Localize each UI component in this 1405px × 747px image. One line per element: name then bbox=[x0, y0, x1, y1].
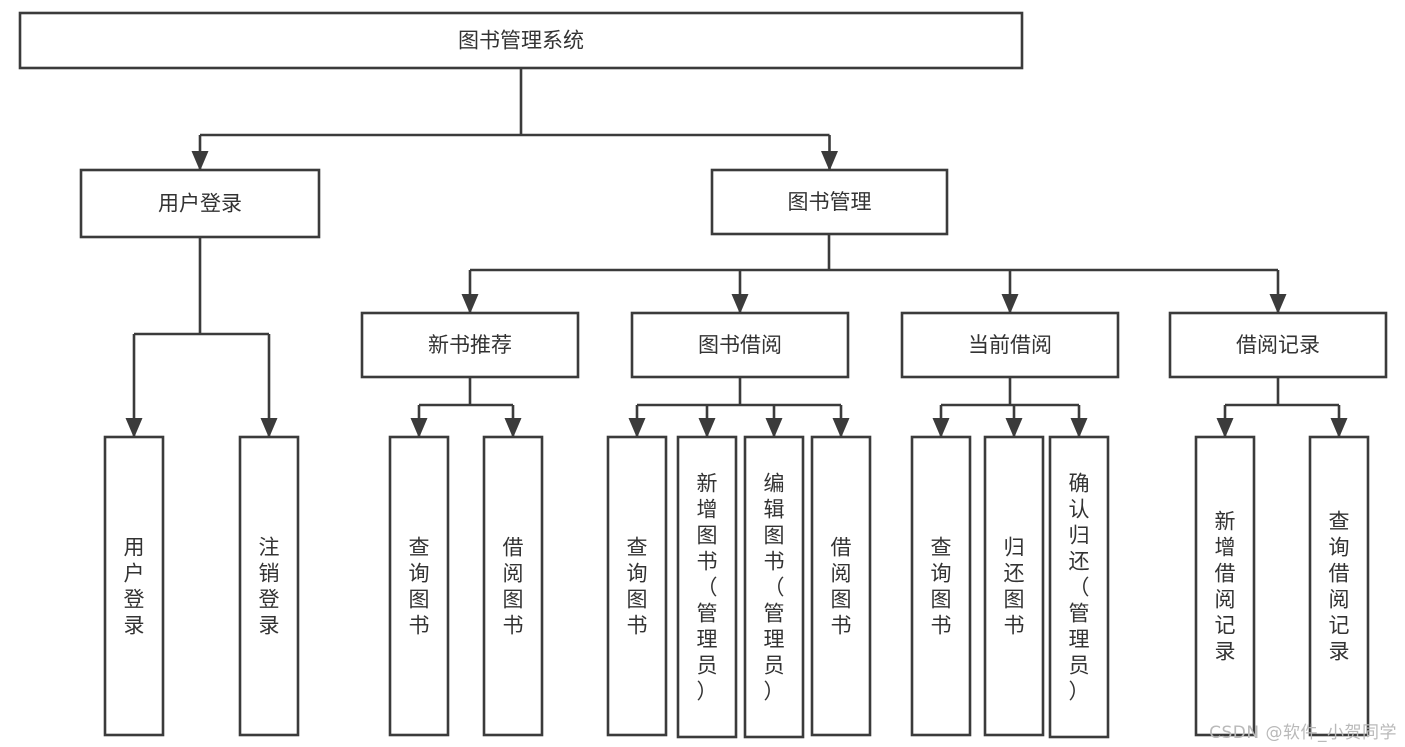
arrow-head-icon bbox=[832, 418, 850, 438]
node-box bbox=[983, 435, 1045, 737]
node-label: 用户登录 bbox=[124, 535, 145, 637]
node-label: 借阅图书 bbox=[831, 535, 852, 637]
node-图书管理系统[interactable]: 图书管理系统 bbox=[18, 11, 1024, 70]
node-归还图书[interactable]: 归还图书 bbox=[983, 435, 1045, 737]
watermark-label: CSDN @软件_小贺同学 bbox=[1209, 723, 1397, 743]
node-label: 用户登录 bbox=[158, 192, 242, 216]
node-label: 注销登录 bbox=[259, 535, 280, 637]
node-查询图书[interactable]: 查询图书 bbox=[388, 435, 450, 737]
node-label: 查询图书 bbox=[409, 535, 430, 637]
node-label: 图书管理 bbox=[788, 190, 872, 214]
node-新增图书管理员[interactable]: 新增图书（管理员） bbox=[676, 435, 738, 739]
node-box bbox=[482, 435, 544, 737]
node-查询图书[interactable]: 查询图书 bbox=[606, 435, 668, 737]
arrow-head-icon bbox=[1070, 418, 1088, 438]
node-label: 新书推荐 bbox=[428, 333, 512, 357]
node-label: 图书管理系统 bbox=[458, 29, 584, 53]
node-编辑图书管理员[interactable]: 编辑图书（管理员） bbox=[743, 435, 805, 739]
node-label: 编辑图书（管理员） bbox=[764, 471, 785, 703]
node-注销登录[interactable]: 注销登录 bbox=[238, 435, 300, 737]
arrow-head-icon bbox=[191, 151, 209, 171]
node-label: 图书借阅 bbox=[698, 333, 782, 357]
node-box bbox=[79, 168, 321, 239]
node-借阅图书[interactable]: 借阅图书 bbox=[810, 435, 872, 737]
node-label: 查询借阅记录 bbox=[1329, 509, 1350, 663]
node-box bbox=[360, 311, 580, 379]
node-box bbox=[1194, 435, 1256, 737]
node-box bbox=[630, 311, 850, 379]
node-box bbox=[1168, 311, 1388, 379]
node-box bbox=[103, 435, 165, 737]
node-新增借阅记录[interactable]: 新增借阅记录 bbox=[1194, 435, 1256, 737]
arrow-head-icon bbox=[461, 294, 479, 314]
node-box bbox=[900, 311, 1120, 379]
node-box bbox=[676, 435, 738, 739]
connector-layer bbox=[125, 68, 1348, 438]
node-label: 新增借阅记录 bbox=[1215, 509, 1236, 663]
node-label: 借阅图书 bbox=[503, 535, 524, 637]
arrow-head-icon bbox=[765, 418, 783, 438]
node-label: 查询图书 bbox=[627, 535, 648, 637]
arrow-head-icon bbox=[1001, 294, 1019, 314]
arrow-head-icon bbox=[821, 151, 838, 171]
node-用户登录[interactable]: 用户登录 bbox=[79, 168, 321, 239]
arrow-head-icon bbox=[410, 418, 428, 438]
node-当前借阅[interactable]: 当前借阅 bbox=[900, 311, 1120, 379]
arrow-head-icon bbox=[932, 418, 950, 438]
arrow-head-icon bbox=[698, 418, 716, 438]
node-借阅记录[interactable]: 借阅记录 bbox=[1168, 311, 1388, 379]
node-label: 新增图书（管理员） bbox=[697, 471, 718, 703]
node-box bbox=[1048, 435, 1110, 739]
node-label: 查询图书 bbox=[931, 535, 952, 637]
node-box bbox=[388, 435, 450, 737]
node-box bbox=[238, 435, 300, 737]
arrow-head-icon bbox=[260, 418, 278, 438]
node-layer: 图书管理系统用户登录图书管理新书推荐图书借阅当前借阅借阅记录用户登录注销登录查询… bbox=[18, 11, 1388, 739]
node-box bbox=[810, 435, 872, 737]
node-查询借阅记录[interactable]: 查询借阅记录 bbox=[1308, 435, 1370, 737]
arrow-head-icon bbox=[125, 418, 143, 438]
node-确认归还管理员[interactable]: 确认归还（管理员） bbox=[1048, 435, 1110, 739]
node-label: 借阅记录 bbox=[1236, 333, 1320, 357]
node-借阅图书[interactable]: 借阅图书 bbox=[482, 435, 544, 737]
node-label: 当前借阅 bbox=[968, 333, 1052, 357]
node-box bbox=[710, 168, 949, 236]
node-用户登录[interactable]: 用户登录 bbox=[103, 435, 165, 737]
arrow-head-icon bbox=[1216, 418, 1234, 438]
node-图书管理[interactable]: 图书管理 bbox=[710, 168, 949, 236]
node-box bbox=[606, 435, 668, 737]
arrow-head-icon bbox=[1005, 418, 1023, 438]
node-box bbox=[743, 435, 805, 739]
node-box bbox=[910, 435, 972, 737]
arrow-head-icon bbox=[1330, 418, 1348, 438]
node-图书借阅[interactable]: 图书借阅 bbox=[630, 311, 850, 379]
node-label: 确认归还（管理员） bbox=[1069, 471, 1090, 703]
arrow-head-icon bbox=[731, 294, 749, 314]
arrow-head-icon bbox=[504, 418, 522, 438]
arrow-head-icon bbox=[1269, 294, 1287, 314]
arrow-head-icon bbox=[628, 418, 646, 438]
node-box bbox=[18, 11, 1024, 70]
node-新书推荐[interactable]: 新书推荐 bbox=[360, 311, 580, 379]
node-box bbox=[1308, 435, 1370, 737]
node-查询图书[interactable]: 查询图书 bbox=[910, 435, 972, 737]
node-label: 归还图书 bbox=[1004, 535, 1025, 637]
